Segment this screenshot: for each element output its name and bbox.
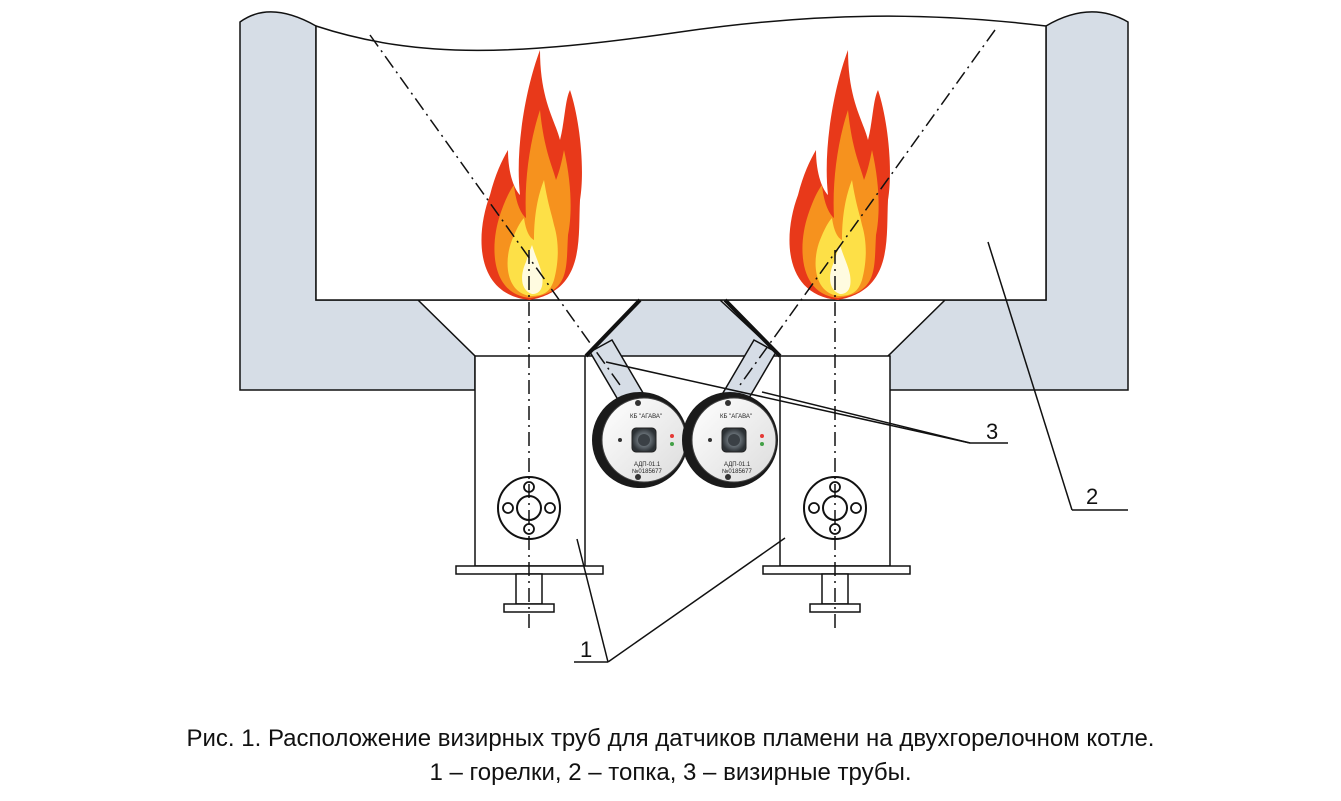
sensor-serial: №0185677 <box>722 468 752 475</box>
flame-sensor-left: КБ "АГАВА" АДП-01.1 №0185677 <box>592 392 688 488</box>
sensor-brand: КБ "АГАВА" <box>630 414 662 420</box>
leader-lines <box>574 241 1128 663</box>
sensor-model: АДП-01.1 <box>634 462 661 468</box>
caption-line-1: Рис. 1. Расположение визирных труб для д… <box>186 725 1155 752</box>
furnace-chamber <box>315 15 1047 301</box>
burner-right <box>762 355 911 613</box>
burner-flange-left <box>497 476 561 540</box>
flame-right <box>789 50 890 300</box>
label-sight-tubes: 3 <box>986 419 998 444</box>
sensor-brand: КБ "АГАВА" <box>720 414 752 420</box>
figure-caption: Рис. 1. Расположение визирных труб для д… <box>0 722 1341 790</box>
boiler-diagram: КБ "АГАВА" АДП-01.1 №0185677 КБ "АГАВА" … <box>239 11 1129 663</box>
axis-lines <box>369 29 996 630</box>
flame-sensor-right: КБ "АГАВА" АДП-01.1 №0185677 <box>682 392 778 488</box>
label-burners: 1 <box>580 637 592 662</box>
sensor-model: АДП-01.1 <box>724 462 751 468</box>
flame-left <box>481 50 582 300</box>
burner-flange-right <box>803 476 867 540</box>
furnace-wall <box>239 11 1129 391</box>
caption-line-2: 1 – горелки, 2 – топка, 3 – визирные тру… <box>429 759 912 786</box>
label-furnace: 2 <box>1086 484 1098 509</box>
sensor-serial: №0185677 <box>632 468 662 475</box>
